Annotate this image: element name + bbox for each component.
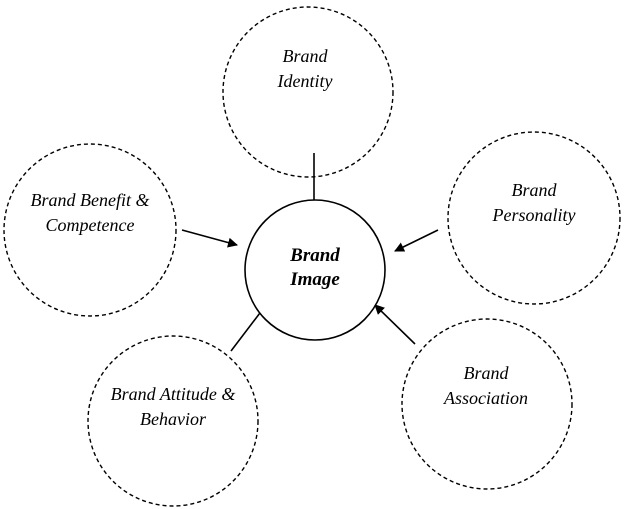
node-brand-benefit-line1: Brand Benefit & [31,190,150,210]
arrow-personality-to-image [394,229,439,252]
node-brand-association: Brand Association [401,318,573,490]
node-brand-attitude-line2: Behavior [140,409,207,429]
arrow-association-to-image [374,304,416,345]
node-brand-attitude-line1: Brand Attitude & [111,384,236,404]
node-brand-identity-line2: Identity [277,71,333,91]
node-brand-benefit-line2: Competence [46,215,135,235]
node-brand-association-line2: Association [443,388,528,408]
node-brand-personality: Brand Personality [447,131,621,305]
arrow-benefit-to-image [181,229,238,248]
node-brand-identity-line1: Brand [283,46,329,66]
node-brand-identity: Brand Identity [222,6,394,178]
node-brand-image-line1: Brand [289,245,340,266]
node-brand-image-line2: Image [289,269,340,290]
node-brand-personality-line1: Brand [512,180,558,200]
node-brand-association-line1: Brand [464,363,510,383]
node-brand-personality-line2: Personality [492,205,576,225]
node-brand-image: Brand Image [244,199,386,341]
node-brand-attitude-behavior: Brand Attitude & Behavior [87,335,259,507]
node-brand-benefit-competence: Brand Benefit & Competence [3,143,177,317]
